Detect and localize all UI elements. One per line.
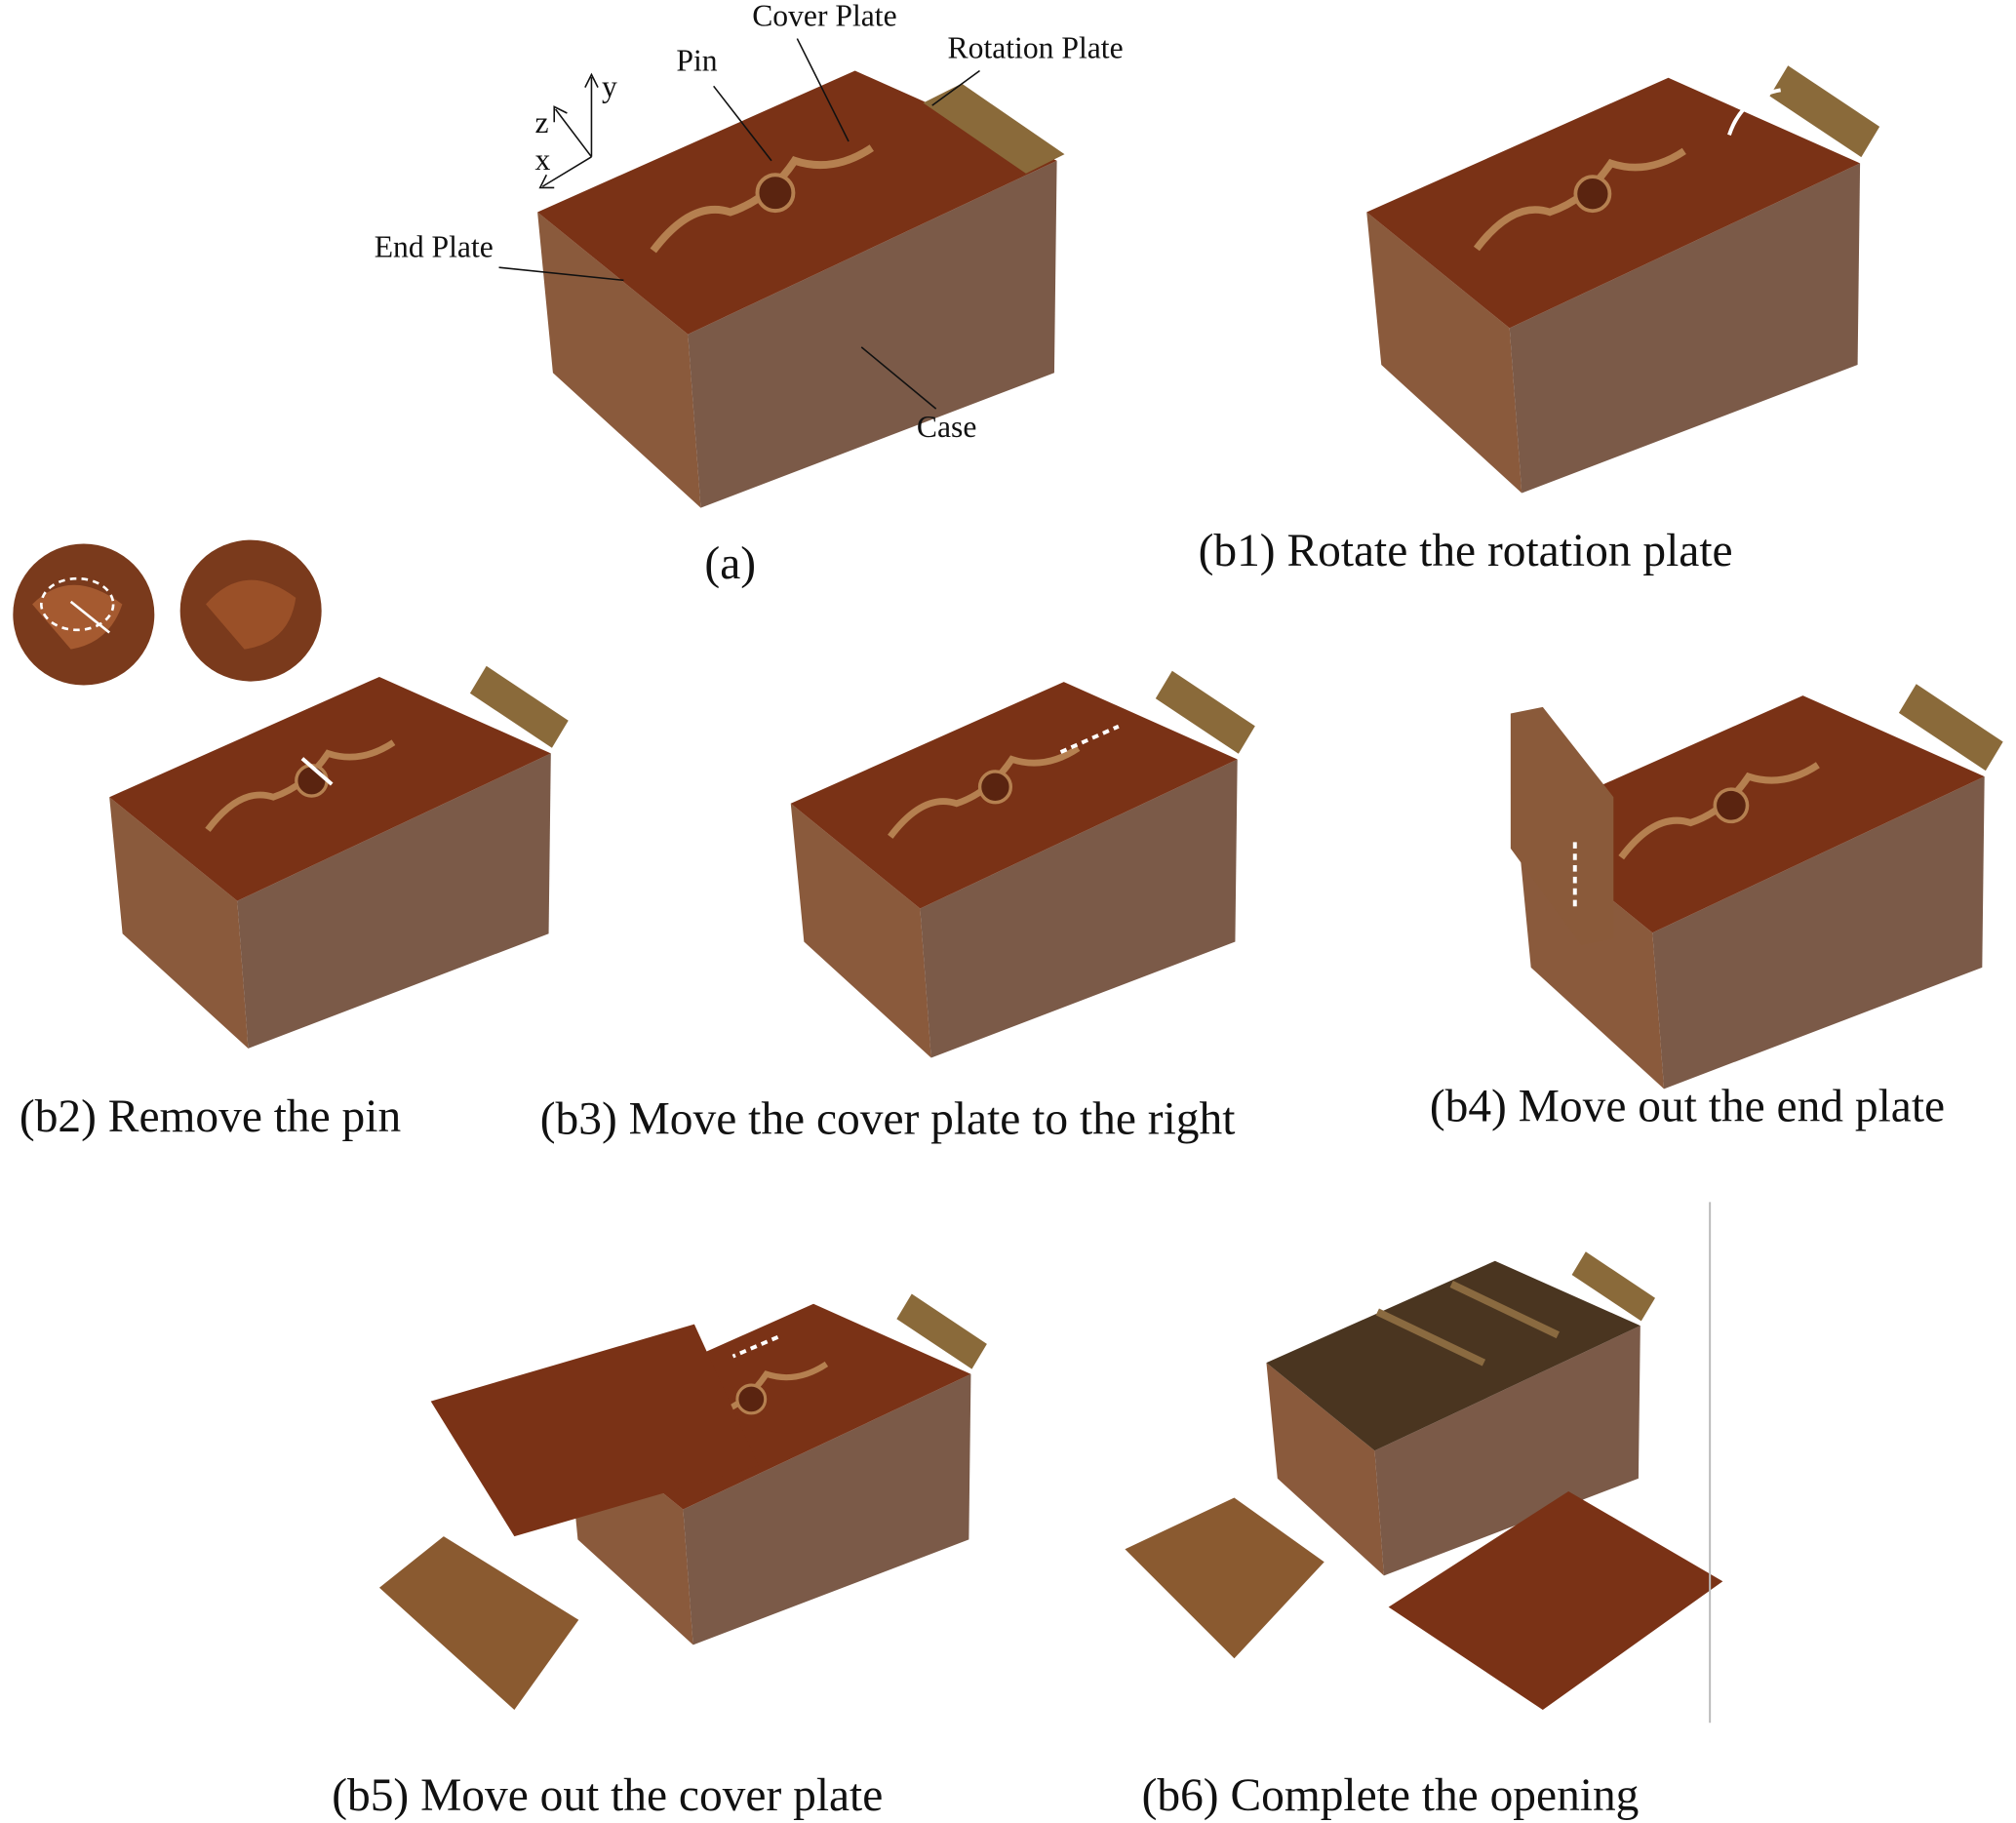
rotation-plate-raised bbox=[1571, 1251, 1656, 1322]
case-front-face bbox=[1374, 1326, 1640, 1576]
box-photos bbox=[109, 65, 2003, 1711]
pin bbox=[295, 764, 329, 798]
rotation-plate-raised bbox=[1898, 684, 2003, 772]
dividers bbox=[1375, 1281, 1561, 1367]
case-front-face bbox=[1509, 163, 1861, 494]
arrow-icon bbox=[69, 600, 111, 634]
rotation-plate-raised bbox=[896, 1293, 987, 1369]
cover-plate bbox=[537, 70, 1057, 335]
caption-a: (a) bbox=[704, 538, 756, 589]
end-face bbox=[109, 797, 249, 1049]
box-photo-b3 bbox=[790, 670, 1255, 1058]
cover-plate bbox=[109, 676, 551, 901]
cover-plate-sliding bbox=[430, 1324, 759, 1537]
cover-plate bbox=[790, 682, 1238, 909]
cover-plate bbox=[1517, 695, 1985, 933]
rotation-plate bbox=[923, 83, 1065, 174]
end-face bbox=[537, 212, 701, 508]
pin bbox=[1573, 175, 1612, 214]
case-front-face bbox=[688, 160, 1057, 508]
rotation-plate-raised bbox=[1769, 65, 1880, 158]
part-labels: Cover Plate Pin Rotation Plate End Plate… bbox=[375, 0, 1124, 444]
box-photo-a bbox=[537, 70, 1065, 508]
end-face bbox=[790, 803, 931, 1058]
rotation-plate-raised bbox=[1155, 670, 1255, 754]
case-front-face bbox=[920, 759, 1238, 1058]
case-front-face bbox=[237, 753, 551, 1049]
pin bbox=[755, 173, 796, 214]
end-plate-raised bbox=[1510, 706, 1614, 945]
case-front-face bbox=[1652, 776, 1985, 1090]
pin-inset-before bbox=[13, 543, 155, 686]
end-plate-removed bbox=[378, 1536, 579, 1711]
pin-inset-after bbox=[179, 539, 322, 682]
box-photo-b1 bbox=[1366, 65, 1880, 494]
open-interior bbox=[1266, 1260, 1640, 1451]
case-front-face bbox=[683, 1373, 971, 1645]
end-plate-removed bbox=[1125, 1497, 1324, 1659]
caption-b3: (b3) Move the cover plate to the right bbox=[540, 1094, 1236, 1145]
caption-b2: (b2) Remove the pin bbox=[20, 1091, 401, 1142]
pin bbox=[1713, 787, 1750, 824]
arrow-icon bbox=[1727, 88, 1781, 137]
pin bbox=[735, 1383, 768, 1415]
coordinate-axes: y z x bbox=[534, 69, 617, 189]
caption-b5: (b5) Move out the cover plate bbox=[332, 1770, 883, 1821]
label-case: Case bbox=[917, 410, 976, 444]
label-pin: Pin bbox=[676, 43, 717, 77]
axis-z-label: z bbox=[534, 105, 548, 139]
label-cover-plate: Cover Plate bbox=[752, 0, 896, 32]
end-face bbox=[1266, 1363, 1384, 1576]
caption-b6: (b6) Complete the opening bbox=[1142, 1770, 1640, 1821]
rotation-plate-raised bbox=[469, 665, 569, 748]
arrow-icon bbox=[300, 757, 334, 786]
caption-b4: (b4) Move out the end plate bbox=[1430, 1081, 1945, 1131]
cover-plate-removed bbox=[1388, 1490, 1723, 1711]
axis-x-label: x bbox=[534, 142, 550, 177]
caption-b1: (b1) Rotate the rotation plate bbox=[1199, 526, 1733, 576]
arrow-icon bbox=[731, 1334, 779, 1359]
cover-plate bbox=[1366, 77, 1861, 329]
axis-y-label: y bbox=[602, 69, 617, 103]
box-photo-b6 bbox=[1266, 1251, 1656, 1576]
pin bbox=[977, 770, 1013, 805]
box-photo-b2 bbox=[109, 665, 569, 1049]
label-end-plate: End Plate bbox=[375, 230, 494, 264]
label-rotation-plate: Rotation Plate bbox=[948, 30, 1124, 64]
end-face bbox=[1366, 212, 1522, 494]
